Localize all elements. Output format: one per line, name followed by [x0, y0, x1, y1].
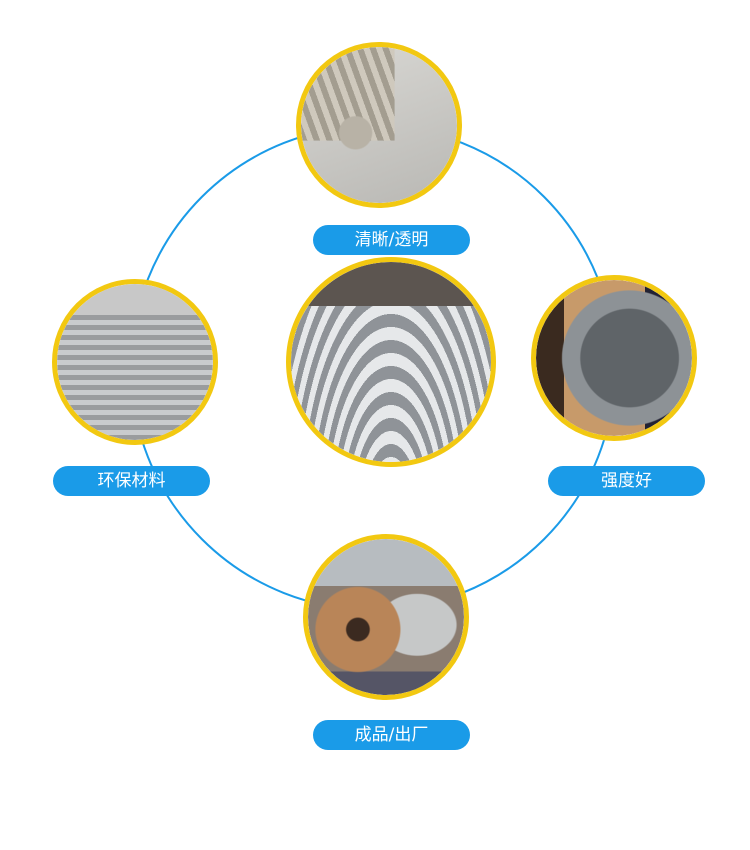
strand-image [301, 47, 457, 203]
drums-image [308, 539, 464, 695]
cable-reel-photo [531, 275, 697, 441]
reel-image [536, 280, 692, 436]
label-high-strength: 强度好 [548, 466, 705, 496]
label-finished-product: 成品/出厂 [313, 720, 470, 750]
label-clear-transparent: 清晰/透明 [313, 225, 470, 255]
factory-image [291, 262, 491, 462]
cable-drums-photo [303, 534, 469, 700]
label-eco-material: 环保材料 [53, 466, 210, 496]
coil-image [57, 284, 213, 440]
factory-photo [286, 257, 496, 467]
coil-stacks-photo [52, 279, 218, 445]
strand-photo [296, 42, 462, 208]
